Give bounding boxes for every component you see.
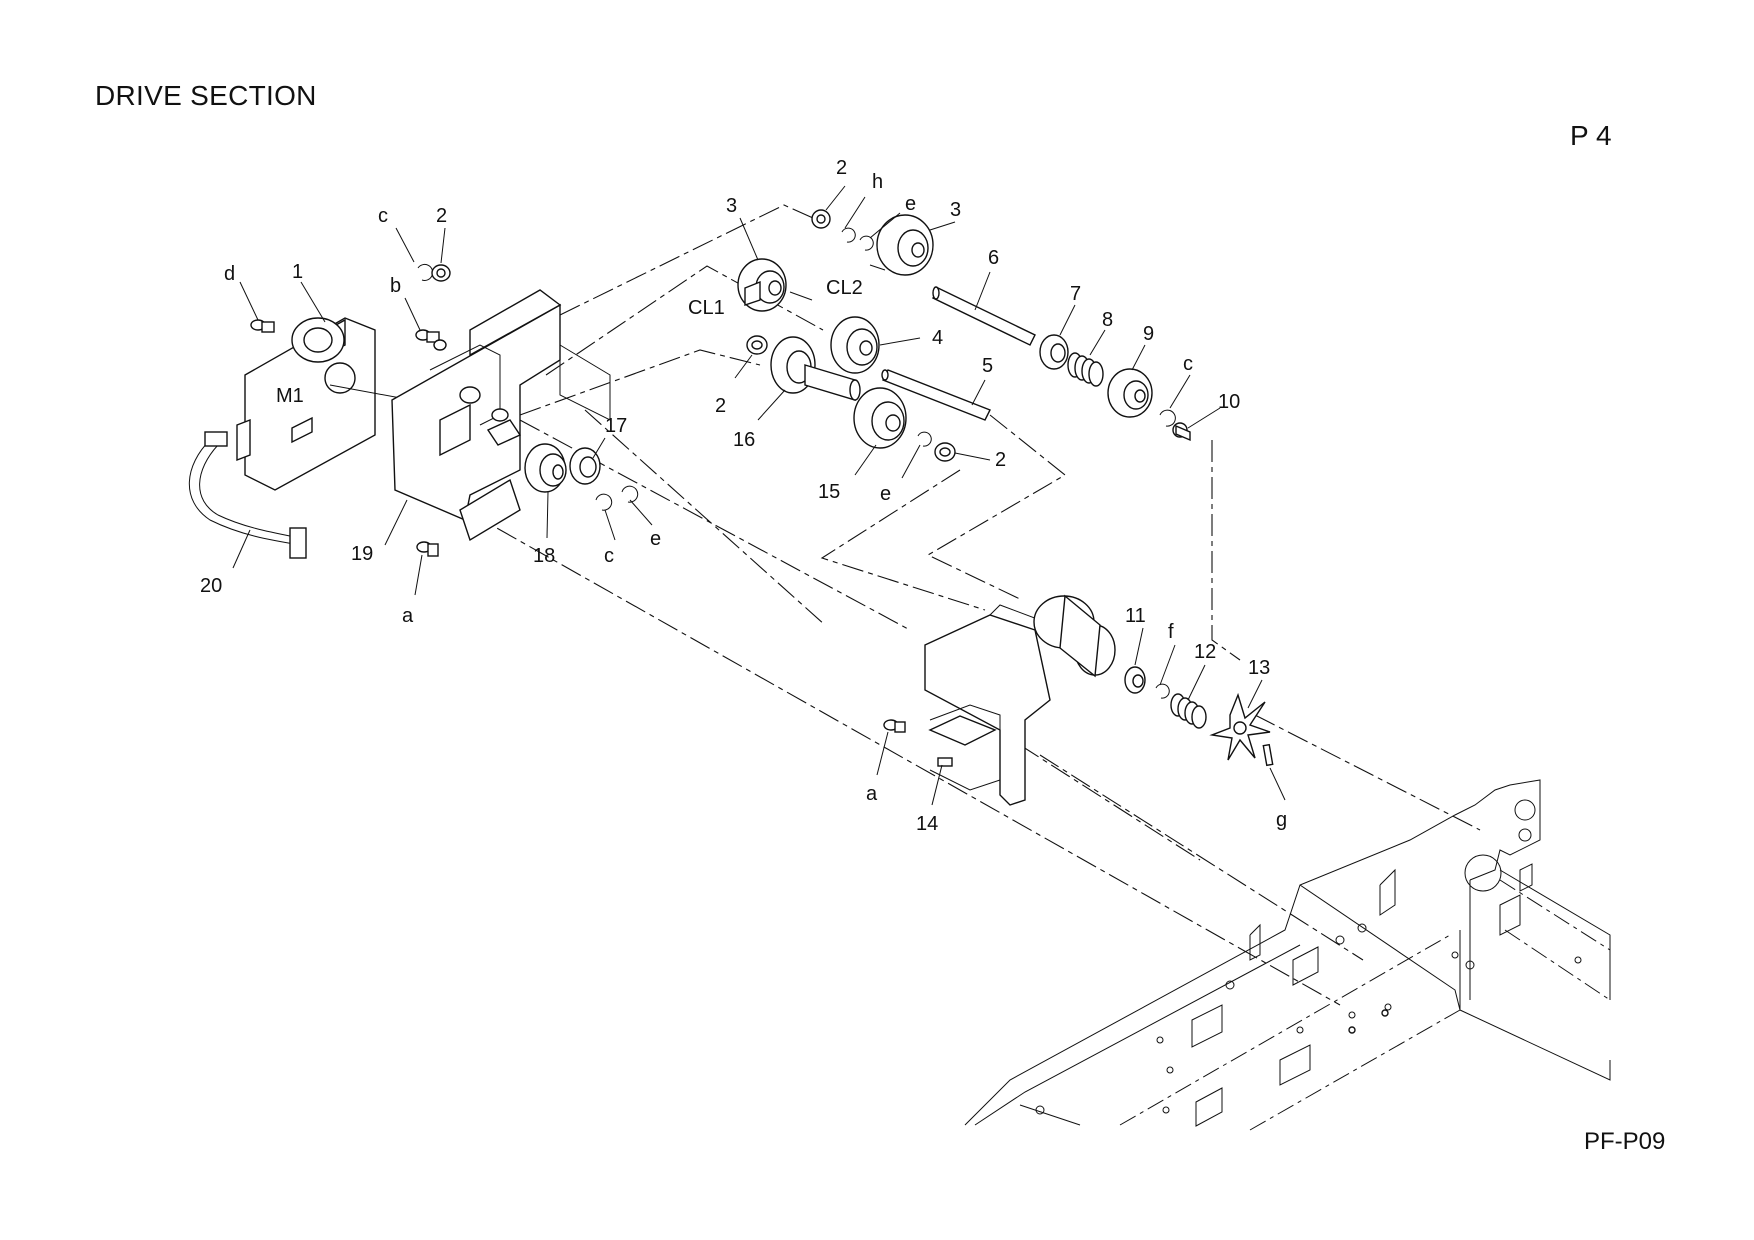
callout-a: a <box>866 783 878 805</box>
callout-15: 15 <box>818 481 840 503</box>
callout-3: 3 <box>950 199 961 221</box>
callout-cl2: CL2 <box>826 277 863 299</box>
callout-2: 2 <box>436 205 447 227</box>
bushing-2-top-left <box>431 264 451 282</box>
callout-2: 2 <box>836 157 847 179</box>
callout-12: 12 <box>1194 641 1216 663</box>
callout-10: 10 <box>1218 391 1240 413</box>
callout-f: f <box>1168 621 1174 643</box>
callout-cl1: CL1 <box>688 297 725 319</box>
callout-1: 1 <box>292 261 303 283</box>
clutch-cl2 <box>869 214 934 276</box>
bushing-11 <box>1124 666 1146 694</box>
callout-20: 20 <box>200 575 222 597</box>
callout-18: 18 <box>533 545 555 567</box>
e-ring-c-top-left <box>417 264 434 281</box>
bushing-2-low <box>934 442 956 462</box>
callout-c: c <box>1183 353 1193 375</box>
gear-4 <box>830 316 880 374</box>
callout-m1: M1 <box>276 385 304 407</box>
callout-3: 3 <box>726 195 737 217</box>
drive-bracket-19 <box>391 289 611 542</box>
callout-11: 11 <box>1125 605 1146 627</box>
bushing-2-mid <box>746 335 768 355</box>
callout-e: e <box>650 528 661 550</box>
e-ring-e-top <box>859 235 874 251</box>
screw-a-lower <box>883 719 906 733</box>
main-frame <box>964 779 1611 1131</box>
e-ring-c-mid <box>595 493 613 511</box>
bushing-10 <box>1172 422 1191 442</box>
callout-2: 2 <box>715 395 726 417</box>
screw-a-left <box>416 541 439 557</box>
callout-b: b <box>390 275 401 297</box>
callout-g: g <box>1276 809 1287 831</box>
frame-bracket-14 <box>924 604 1051 806</box>
e-ring-f <box>1155 683 1170 699</box>
collar-7 <box>1039 334 1069 370</box>
e-ring-c-right <box>1159 409 1176 427</box>
callout-9: 9 <box>1143 323 1154 345</box>
callout-6: 6 <box>988 247 999 269</box>
e-ring-h <box>841 227 856 243</box>
callout-h: h <box>872 171 883 193</box>
e-ring-e-low <box>917 431 932 447</box>
spring-12 <box>1170 693 1207 729</box>
gear-17 <box>569 447 601 485</box>
callout-16: 16 <box>733 429 755 451</box>
gear-9 <box>1107 368 1153 418</box>
callout-19: 19 <box>351 543 373 565</box>
page-title: DRIVE SECTION <box>95 80 317 111</box>
callout-13: 13 <box>1248 657 1270 679</box>
pin-g <box>1262 743 1274 767</box>
spring-8 <box>1067 352 1104 387</box>
diagram-code: PF-P09 <box>1584 1128 1666 1155</box>
shaft-6 <box>932 286 1036 346</box>
screw-b <box>415 329 440 343</box>
page-number: P 4 <box>1570 120 1612 151</box>
callout-e: e <box>880 483 891 505</box>
screw-d <box>250 319 275 333</box>
clutch-cl1 <box>737 258 813 312</box>
callout-d: d <box>224 263 235 285</box>
callout-a: a <box>402 605 414 627</box>
callout-8: 8 <box>1102 309 1113 331</box>
motor-m1 <box>236 317 521 491</box>
gear-18 <box>524 443 567 493</box>
callout-2: 2 <box>995 449 1006 471</box>
bushing-2-top <box>811 209 831 229</box>
callout-4: 4 <box>932 327 943 349</box>
callout-c: c <box>378 205 388 227</box>
callout-14: 14 <box>916 813 938 835</box>
assembly-guide-lines <box>454 204 1481 1006</box>
callout-e: e <box>905 193 916 215</box>
shaft-5 <box>881 369 991 421</box>
callout-7: 7 <box>1070 283 1081 305</box>
paddle-13 <box>1209 692 1271 761</box>
gear-16 <box>770 336 861 401</box>
gear-15 <box>853 387 907 449</box>
leader-lines <box>232 185 1286 806</box>
frame-screws <box>1348 1009 1389 1034</box>
callout-c: c <box>604 545 614 567</box>
e-ring-e-mid <box>621 485 639 503</box>
callout-5: 5 <box>982 355 993 377</box>
bearing-housing <box>1033 594 1116 678</box>
cable-harness <box>188 431 307 559</box>
callout-labels: d 1 M1 c 2 b 19 20 a 17 18 c e 3 CL1 2 1… <box>200 157 1287 835</box>
callout-17: 17 <box>605 415 627 437</box>
